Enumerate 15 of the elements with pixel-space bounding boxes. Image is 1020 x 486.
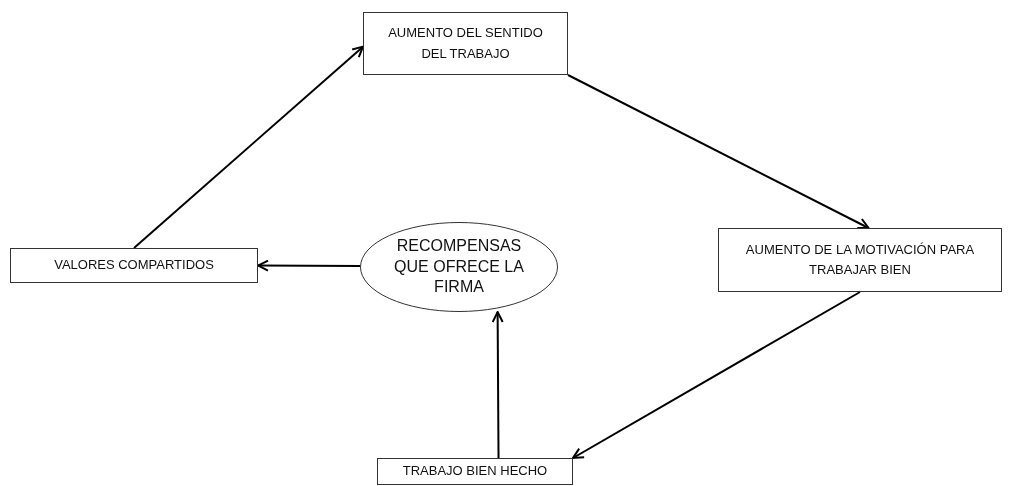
arrow bbox=[491, 311, 504, 459]
process-box bbox=[10, 248, 258, 283]
ellipse-node bbox=[360, 222, 558, 312]
arrow bbox=[572, 291, 861, 459]
node-label: TRABAJO BIEN HECHO bbox=[401, 462, 549, 481]
arrow bbox=[567, 74, 870, 229]
arrow bbox=[133, 45, 364, 249]
node-label: AUMENTO DE LA MOTIVACIÓN PARA TRABAJAR BIEN bbox=[744, 240, 976, 279]
arrow bbox=[257, 259, 361, 272]
process-box bbox=[377, 458, 573, 485]
process-box bbox=[363, 12, 568, 75]
process-box bbox=[718, 228, 1002, 292]
node-label: AUMENTO DEL SENTIDO DEL TRABAJO bbox=[387, 24, 544, 63]
node-label: RECOMPENSAS QUE OFRECE LA FIRMA bbox=[393, 235, 525, 298]
node-label: VALORES COMPARTIDOS bbox=[53, 256, 215, 275]
